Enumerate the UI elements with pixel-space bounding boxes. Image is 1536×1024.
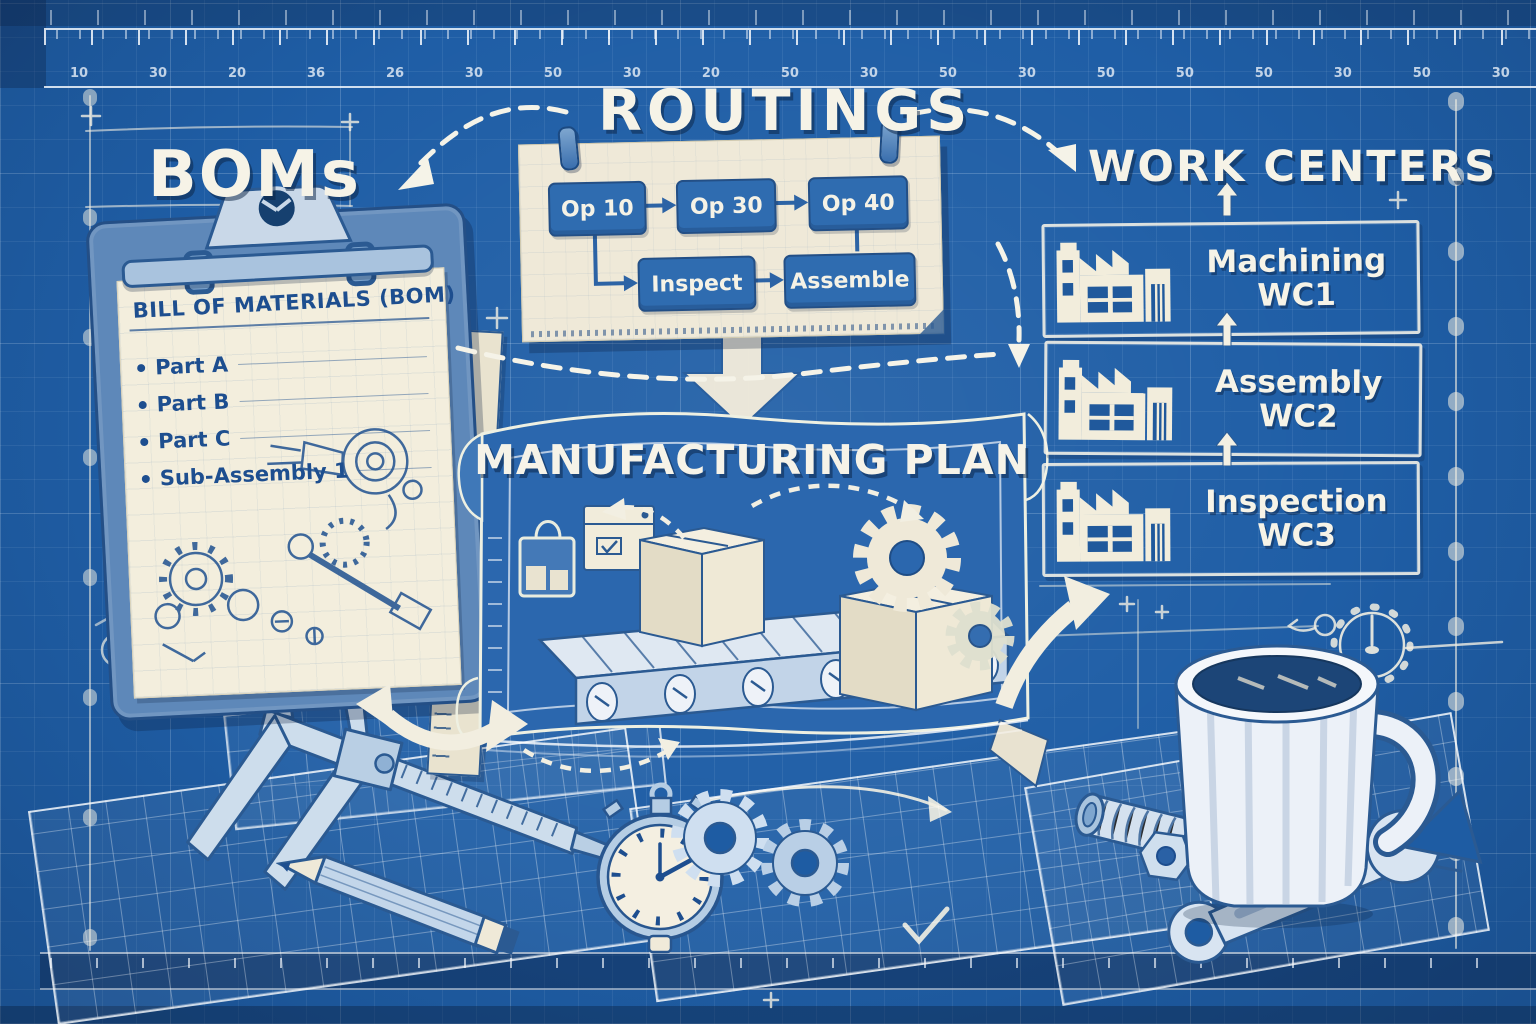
part-sketches-icon: [154, 428, 433, 663]
ruler-minor-ticks: [56, 30, 1536, 39]
up-arrow-icon: [1216, 312, 1238, 346]
routing-connectors: [592, 194, 860, 292]
work-center-label: Inspection WC3: [1176, 483, 1417, 554]
nut-icon: [1138, 830, 1194, 882]
factory-icon: [1051, 234, 1177, 327]
scroll-drawing: [455, 412, 1050, 788]
bullet-dot: [136, 363, 146, 373]
bottom-edge-shade: [0, 1006, 1536, 1024]
work-centers-title: WORK CENTERS: [1088, 142, 1498, 192]
ruler-numbers: 10 30 20 36 26 30 50 30 20 50 30 50 30 50 50 50 30 50 30: [44, 66, 1536, 81]
leader-line: [239, 392, 429, 402]
work-center-code: WC3: [1257, 517, 1336, 554]
bottom-ruler-band: [40, 952, 1536, 990]
routing-op-box: Op 30: [675, 178, 777, 235]
bom-list-item: Part A: [136, 344, 428, 380]
bullet-dot: [138, 400, 147, 410]
ruler-number: 50: [543, 66, 562, 81]
manufacturing-plan-scroll: MANUFACTURING PLAN: [452, 388, 1052, 788]
work-center-code: WC1: [1257, 276, 1337, 314]
bom-item-label: Part A: [154, 352, 229, 380]
double-arrow-icon: [356, 684, 528, 752]
manufacturing-plan-title: MANUFACTURING PLAN: [474, 436, 1030, 484]
routing-op-box: Op 40: [807, 175, 909, 232]
ruler-number: 50: [1096, 66, 1115, 81]
gear-icon: [671, 789, 769, 887]
curved-arrow-icon: [995, 576, 1110, 710]
op-label: Inspect: [651, 270, 743, 298]
routing-op-box: Op 10: [547, 180, 647, 237]
ruler-number: 20: [701, 66, 720, 81]
box-icon: [639, 526, 765, 648]
document-icon: [583, 505, 655, 571]
routing-op-box: Assemble: [783, 252, 917, 309]
coffee-mug-icon: [1174, 644, 1441, 928]
work-center-code: WC2: [1258, 398, 1338, 435]
work-center-label: Assembly WC2: [1178, 363, 1419, 435]
bom-list-item: Part B: [138, 381, 429, 417]
bom-item-label: Part B: [156, 389, 230, 417]
ruler-number: 50: [938, 66, 957, 81]
gears-icon: [671, 789, 849, 907]
ruler-number: 36: [306, 66, 326, 81]
factory-icon: [1051, 473, 1176, 566]
bom-clipboard: BILL OF MATERIALS (BOM) Part A Part B Pa…: [85, 184, 491, 722]
gear-icon: [945, 601, 1015, 671]
ruler-number: 30: [1491, 66, 1510, 81]
ruler-hang-ticks: [50, 10, 1536, 25]
work-center-name: Machining: [1206, 242, 1387, 281]
ruler-number: 26: [385, 66, 405, 81]
routing-board: Op 10 Op 30 Op 40 Inspect Assemble: [517, 119, 946, 343]
work-center-name: Assembly: [1214, 363, 1383, 401]
board-fold-corner: [918, 308, 946, 336]
leader-line: [238, 355, 427, 365]
up-arrow-icon: [1216, 432, 1238, 466]
bottom-ruler-ticks: [50, 958, 1517, 968]
boms-title: BOMs: [148, 138, 361, 212]
gear-icon: [761, 819, 849, 907]
ruler-number: 30: [859, 66, 878, 81]
work-center-name: Inspection: [1205, 483, 1388, 521]
ruler-number: 50: [1254, 66, 1273, 81]
ruler-number: 30: [622, 66, 641, 81]
op-label: Assemble: [790, 266, 910, 295]
ruler-number: 30: [1333, 66, 1352, 81]
op-label: Op 40: [821, 190, 895, 217]
package-icon: [518, 520, 576, 598]
routing-op-box: Inspect: [637, 255, 757, 312]
ruler-number: 10: [70, 66, 89, 81]
ruler-number: 20: [227, 66, 247, 81]
ruler-number: 30: [1017, 66, 1036, 81]
factory-icon: [1053, 352, 1179, 445]
dashed-arrow-icon: [995, 241, 1022, 343]
ruler-number: 30: [148, 66, 168, 81]
bom-paper: BILL OF MATERIALS (BOM) Part A Part B Pa…: [116, 267, 462, 699]
bom-heading: BILL OF MATERIALS (BOM): [132, 282, 457, 323]
op-label: Op 30: [689, 192, 763, 220]
work-center-label: Machining WC1: [1176, 242, 1418, 314]
ruler-number: 50: [1412, 66, 1431, 81]
pencil-icon: [275, 854, 520, 955]
corner-shade: [0, 0, 46, 88]
gear-icon: [853, 504, 961, 612]
work-center-row: Inspection WC3: [1041, 461, 1421, 577]
top-ruler: 10 30 20 36 26 30 50 30 20 50 30 50 30 50 50 50 30 50 30: [44, 10, 1536, 88]
ruler-number: 30: [464, 66, 484, 81]
op-label: Op 10: [560, 195, 634, 223]
ruler-number: 50: [780, 66, 799, 81]
ruler-number: 50: [1175, 66, 1194, 81]
top-margin-shade: [0, 0, 1536, 26]
routings-title: ROUTINGS: [598, 78, 973, 144]
